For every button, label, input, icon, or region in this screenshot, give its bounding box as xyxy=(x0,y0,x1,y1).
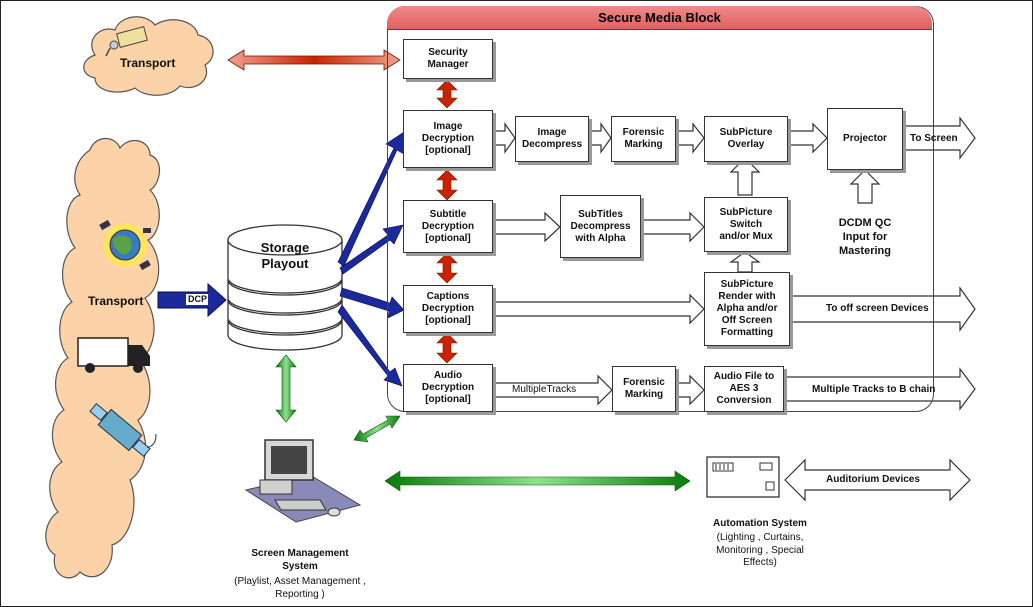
security-manager-box: Security Manager xyxy=(403,39,493,79)
transport-cloud-top xyxy=(83,16,214,96)
captions-decryption-box: Captions Decryption [optional] xyxy=(403,285,493,333)
auditorium-devices-label: Auditorium Devices xyxy=(826,474,920,485)
projector-box: Projector xyxy=(827,108,903,170)
transport-top-label: Transport xyxy=(120,56,176,70)
satellite-icon xyxy=(89,402,157,458)
subtitles-decompress-box: SubTitles Decompress with Alpha xyxy=(560,195,641,258)
screen-management-title: Screen Management System xyxy=(251,548,349,572)
storage-cylinder xyxy=(227,224,343,351)
automation-system-title: Automation System xyxy=(713,518,807,529)
subpicture-overlay-box: SubPicture Overlay xyxy=(704,116,788,162)
computer-icon xyxy=(244,439,362,523)
secure-media-block-title: Secure Media Block xyxy=(387,6,932,30)
image-decryption-box: Image Decryption [optional] xyxy=(403,110,493,168)
forensic-marking-box-1: Forensic Marking xyxy=(611,116,676,162)
audio-file-aes-box: Audio File to AES 3 Conversion xyxy=(704,366,784,412)
keys-icon xyxy=(105,26,148,57)
multiple-tracks-b-label: Multiple Tracks to B chain xyxy=(812,384,936,395)
red-vertical-arrows xyxy=(436,79,458,364)
storage-playout-label: Storage Playout xyxy=(260,240,310,272)
globe-satellite-icon xyxy=(99,219,151,271)
forensic-marking-box-2: Forensic Marking xyxy=(612,366,676,412)
automation-system-desc: (Lighting , Curtains, Monitoring , Speci… xyxy=(716,532,804,568)
subpicture-render-box: SubPicture Render with Alpha and/or Off … xyxy=(704,272,790,346)
subtitle-decryption-box: Subtitle Decryption [optional] xyxy=(403,200,493,253)
flow-arrows xyxy=(492,116,976,502)
multiple-tracks-label: MultipleTracks xyxy=(512,384,577,395)
green-arrows xyxy=(275,354,691,492)
to-screen-label: To Screen xyxy=(910,133,958,144)
dcp-arrow xyxy=(157,282,227,318)
screen-management-desc: (Playlist, Asset Management , Reporting … xyxy=(234,576,366,600)
dcp-label: DCP xyxy=(188,294,208,304)
image-decompress-box: Image Decompress xyxy=(515,116,589,162)
transport-main-label: Transport xyxy=(88,294,144,308)
dcdm-qc-label: DCDM QC Input for Mastering xyxy=(838,217,892,257)
truck-icon xyxy=(77,337,150,373)
audio-decryption-box: Audio Decryption [optional] xyxy=(403,364,493,412)
automation-device-icon xyxy=(706,456,780,498)
subpicture-switch-box: SubPicture Switch and/or Mux xyxy=(704,197,788,252)
to-off-screen-label: To off screen Devices xyxy=(826,303,929,314)
red-arrow-transport-security xyxy=(227,49,401,71)
